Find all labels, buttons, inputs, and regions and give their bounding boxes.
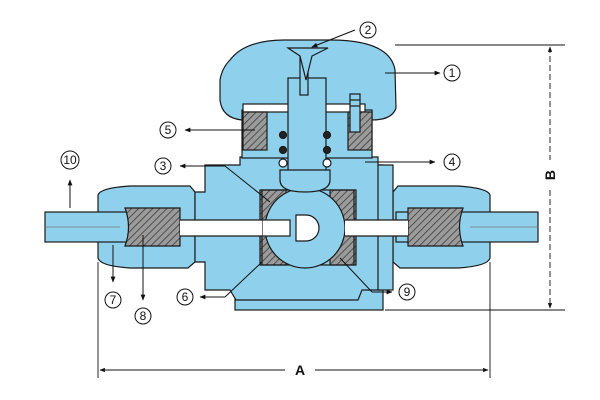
oring-lower-left	[278, 158, 288, 168]
callout-5-label: 5	[165, 123, 172, 137]
callout-3-label: 3	[160, 159, 167, 173]
left-ferrule	[124, 207, 181, 247]
leader-2	[311, 29, 356, 48]
oring-mid-left	[278, 145, 288, 155]
callout-1: 1	[443, 64, 461, 82]
callout-9-label: 9	[404, 285, 411, 299]
callout-2: 2	[359, 21, 377, 39]
leader-3	[224, 165, 271, 203]
oring-upper-right	[322, 130, 332, 140]
callout-9: 9	[398, 283, 416, 301]
dimension-b-label: B	[542, 170, 558, 180]
callout-3: 3	[154, 157, 172, 175]
callout-10: 10	[60, 150, 80, 170]
oring-upper-left	[278, 130, 288, 140]
valve-assembly	[44, 39, 539, 311]
bonnet-thread-left	[242, 111, 268, 151]
callout-1-label: 1	[449, 66, 456, 80]
callout-2-label: 2	[365, 23, 372, 37]
callout-4-label: 4	[449, 155, 456, 169]
leader-6	[224, 261, 263, 298]
flow-bore-left	[180, 220, 262, 236]
callout-4: 4	[443, 153, 461, 171]
screw-head	[286, 47, 329, 81]
callout-6-label: 6	[182, 290, 189, 304]
callout-10-label: 10	[63, 153, 77, 167]
leader-9	[339, 257, 373, 293]
callout-7: 7	[104, 291, 122, 309]
callout-6: 6	[176, 288, 194, 306]
stop-pin	[349, 93, 361, 133]
ball-bore-slot	[295, 214, 320, 242]
callout-7-label: 7	[110, 293, 117, 307]
stem-neck	[279, 169, 331, 193]
ball-bore-left	[261, 219, 291, 237]
oring-mid-right	[322, 145, 332, 155]
callout-8: 8	[134, 307, 152, 325]
dimension-lines	[97, 44, 565, 378]
dimension-a-label: A	[295, 362, 305, 378]
leader-lines	[67, 29, 441, 301]
callouts: 1 2 3 4 5 6 7 8	[60, 21, 461, 325]
oring-lower-right	[322, 158, 332, 168]
callout-5: 5	[159, 121, 177, 139]
flow-bore-right	[345, 220, 408, 236]
right-ferrule	[407, 207, 464, 247]
callout-8-label: 8	[140, 309, 147, 323]
